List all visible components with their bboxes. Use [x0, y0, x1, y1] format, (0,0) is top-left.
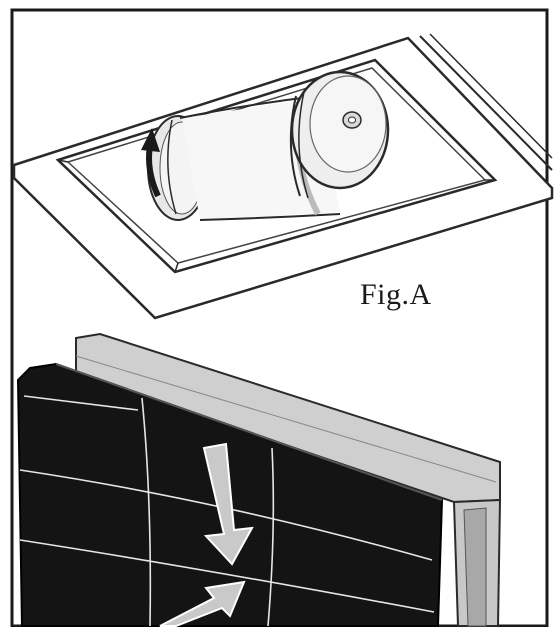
cylindrical-filter — [147, 70, 390, 221]
figure-label: Fig.A — [360, 278, 432, 311]
rotation-arrow — [141, 128, 161, 198]
bottom-filter-group — [16, 332, 502, 627]
top-panel-group — [12, 33, 554, 320]
insertion-arrow — [159, 442, 254, 627]
